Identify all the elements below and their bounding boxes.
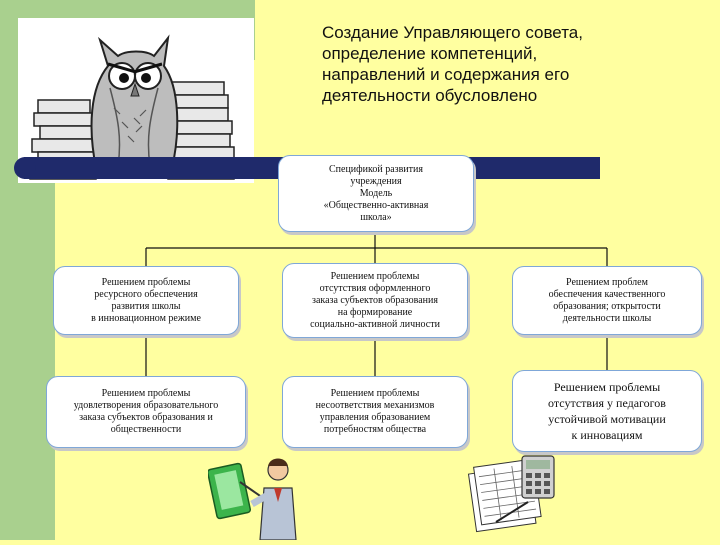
row2-node-1: Решением проблемы удовлетворения образов… bbox=[46, 376, 246, 448]
slide-title: Создание Управляющего совета, определени… bbox=[322, 23, 583, 105]
teacher-with-pointer-icon bbox=[206, 452, 308, 541]
root-node: Спецификой развития учреждения Модель «О… bbox=[278, 155, 474, 232]
row1-node-1: Решением проблемы ресурсного обеспечения… bbox=[53, 266, 239, 335]
row2-node-2: Решением проблемы несоответствия механиз… bbox=[282, 376, 468, 448]
calculator-and-papers-icon bbox=[466, 452, 562, 534]
row2-node-3: Решением проблемы отсутствия у педагогов… bbox=[512, 370, 702, 452]
header-divider-dot bbox=[14, 157, 36, 179]
row1-node-3: Решением проблем обеспечения качественно… bbox=[512, 266, 702, 335]
row1-node-2: Решением проблемы отсутствия оформленног… bbox=[282, 263, 468, 338]
